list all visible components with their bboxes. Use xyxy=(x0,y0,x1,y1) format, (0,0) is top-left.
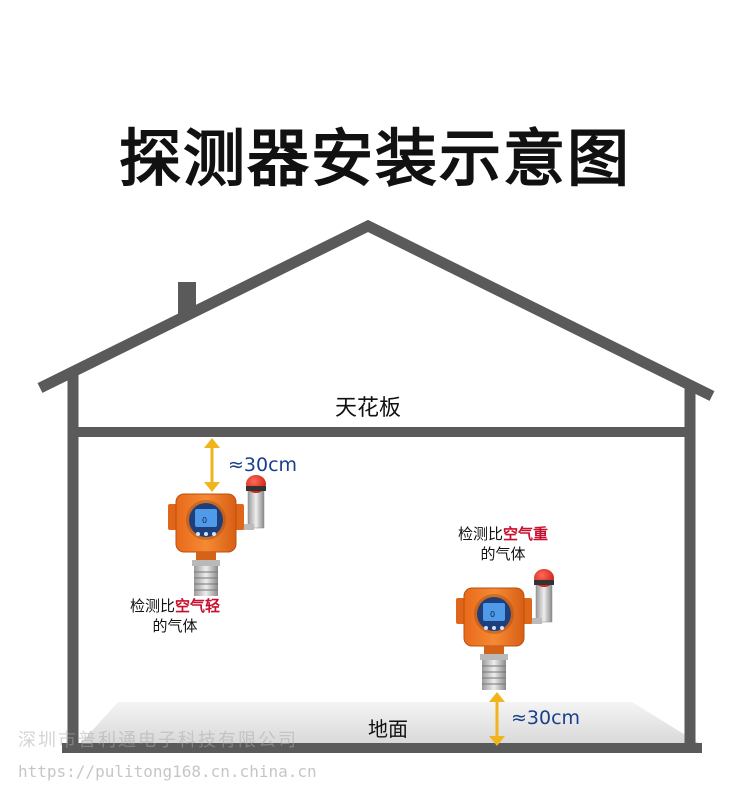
note-light-prefix: 检测比 xyxy=(130,597,176,615)
distance-label-top: ≈30cm xyxy=(228,454,298,476)
distance-label-bottom: ≈30cm xyxy=(511,707,581,729)
floor-label: 地面 xyxy=(368,717,408,741)
page-title: 探测器安装示意图 xyxy=(118,122,631,195)
note-heavy-prefix: 检测比 xyxy=(458,525,504,543)
distance-arrow-bottom xyxy=(489,692,505,746)
floor-surface xyxy=(80,702,700,744)
gas-detector-heavy xyxy=(455,568,555,691)
note-heavy-highlight: 空气重 xyxy=(503,525,549,543)
note-heavy-gas: 检测比空气重 的气体 xyxy=(458,524,548,564)
ceiling-label: 天花板 xyxy=(335,396,402,421)
note-light-highlight: 空气轻 xyxy=(175,597,221,615)
roof xyxy=(37,219,715,401)
gas-detector-light xyxy=(167,474,267,597)
note-light-suffix: 的气体 xyxy=(152,617,198,635)
note-light-gas: 检测比空气轻 的气体 xyxy=(130,596,220,636)
distance-arrow-top xyxy=(204,438,220,492)
watermark-company: 深圳市普利通电子科技有限公司 xyxy=(18,730,298,751)
watermark-url: https://pulitong168.cn.china.cn xyxy=(18,762,317,781)
note-heavy-suffix: 的气体 xyxy=(480,545,526,563)
